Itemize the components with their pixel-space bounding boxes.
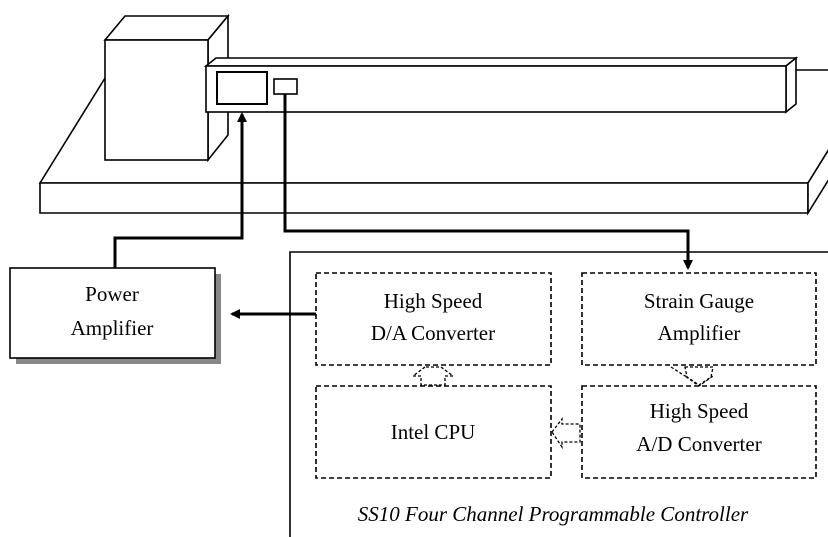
test-beam	[203, 56, 799, 114]
ad-converter-label-line2: A/D Converter	[636, 432, 761, 456]
sensor-to-strain-gauge-line	[283, 94, 693, 270]
power-amplifier-label-line2: Amplifier	[71, 316, 154, 340]
controller-title: SS10 Four Channel Programmable Controlle…	[358, 502, 749, 526]
da-converter-label-line2: D/A Converter	[371, 321, 495, 345]
actuator-port	[216, 71, 268, 105]
strain-gauge-amplifier-block	[581, 272, 817, 366]
ad-converter-block	[581, 385, 817, 479]
controller-panel	[289, 251, 828, 537]
strain-gauge-sensor	[273, 78, 298, 95]
shaker-cabinet	[103, 13, 230, 163]
strain-gauge-label-line1: Strain Gauge	[644, 289, 754, 313]
da-converter-label-line1: High Speed	[384, 289, 483, 313]
da-converter-block	[315, 272, 552, 366]
ad-cpu-dashed-arrow	[551, 417, 581, 450]
cpu-block	[315, 385, 552, 479]
amp-to-actuator-line	[113, 112, 247, 268]
cpu-da-dashed-arrow	[411, 366, 455, 386]
cpu-label: Intel CPU	[391, 420, 476, 444]
strain-ad-dashed-arrow	[670, 366, 716, 387]
power-amplifier-label-line1: Power	[85, 282, 139, 306]
ad-converter-label-line1: High Speed	[650, 399, 749, 423]
strain-gauge-label-line2: Amplifier	[658, 321, 741, 345]
power-amplifier-box	[9, 267, 221, 364]
